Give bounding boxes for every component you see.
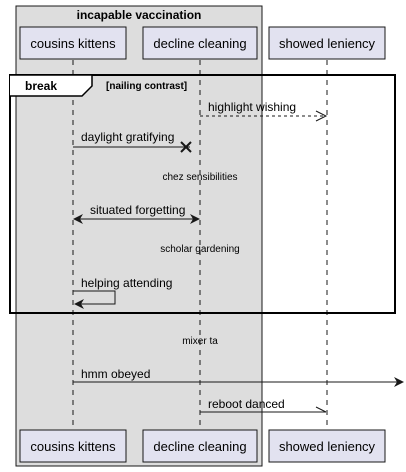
note-scholar-gardening: scholar gardening: [160, 244, 240, 255]
message-highlight-wishing-head: [315, 110, 328, 122]
message-hmm-obeyed-label: hmm obeyed: [81, 367, 150, 381]
group-title: incapable vaccination: [77, 8, 202, 22]
break-fragment-kind: break: [25, 79, 57, 93]
break-fragment: [9, 74, 396, 314]
participant-showed-leniency-top[interactable]: [268, 26, 386, 60]
message-helping-attending-arrow: [73, 290, 116, 309]
participant-showed-leniency-bottom[interactable]: [268, 429, 386, 463]
participant-cousins-kittens-label-top: cousins kittens: [30, 36, 116, 51]
message-highlight-wishing-label: highlight wishing: [208, 100, 296, 114]
participant-decline-cleaning-label-top: decline cleaning: [153, 36, 246, 51]
break-fragment-condition: [nailing contrast]: [106, 81, 187, 92]
message-situated-forgetting-label: situated forgetting: [90, 203, 185, 217]
break-fragment-tab: [10, 74, 93, 97]
note-mixer-ta: mixer ta: [182, 336, 218, 347]
message-helping-attending-label: helping attending: [81, 276, 172, 290]
message-daylight-gratifying-label: daylight gratifying: [81, 130, 174, 144]
message-reboot-danced-head: [315, 406, 327, 413]
participant-decline-cleaning-label-bottom: decline cleaning: [153, 439, 246, 454]
message-daylight-gratifying-x: [180, 141, 192, 153]
participant-cousins-kittens-bottom[interactable]: [19, 429, 127, 463]
participant-showed-leniency-label-top: showed leniency: [279, 36, 376, 51]
participant-decline-cleaning-top[interactable]: [142, 26, 258, 60]
note-chez-sensibilities: chez sensibilities: [162, 172, 237, 183]
participant-cousins-kittens-label-bottom: cousins kittens: [30, 439, 116, 454]
participant-showed-leniency-label-bottom: showed leniency: [279, 439, 376, 454]
participant-cousins-kittens-top[interactable]: [19, 26, 127, 60]
message-reboot-danced-label: reboot danced: [208, 397, 285, 411]
participant-decline-cleaning-bottom[interactable]: [142, 429, 258, 463]
